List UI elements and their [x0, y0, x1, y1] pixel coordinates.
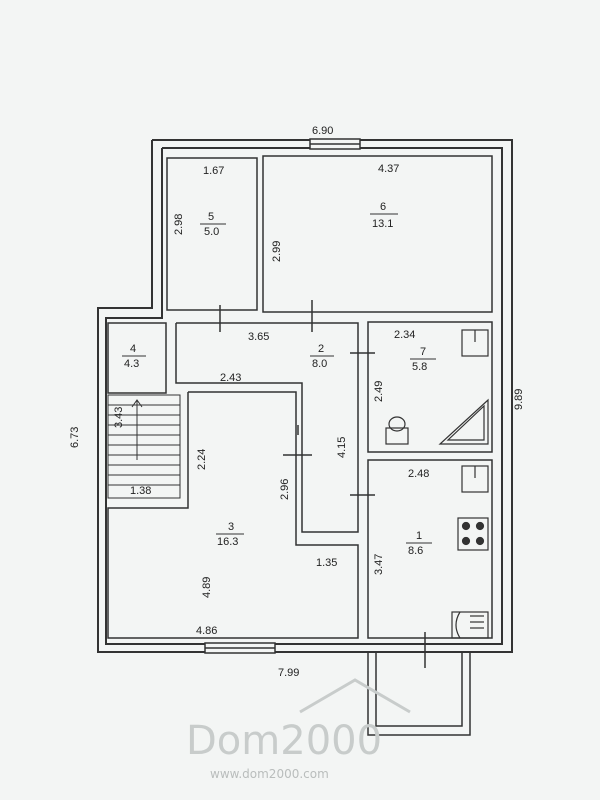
dim-room1-height: 3.47: [373, 554, 385, 575]
room-6-area: 13.1: [372, 218, 393, 230]
sink-fixture: [461, 329, 489, 357]
dim-left-overall: 6.73: [69, 427, 81, 448]
kitchen-sink: [461, 465, 489, 493]
room-5-area: 5.0: [204, 226, 219, 238]
room-1-number: 1: [416, 530, 422, 542]
dim-room6-width: 4.37: [378, 163, 399, 175]
dim-room6-height: 2.99: [271, 241, 283, 262]
watermark-brand: Dom2000: [186, 718, 382, 764]
dim-room7-width: 2.34: [394, 329, 415, 341]
dim-room3-width: 4.86: [196, 625, 217, 637]
dim-room3-step: 1.35: [316, 557, 337, 569]
toilet-fixture: [385, 416, 409, 445]
room-6-number: 6: [380, 201, 386, 213]
dim-top-overall: 6.90: [312, 125, 333, 137]
porch: [367, 652, 471, 736]
shower-tray: [438, 398, 489, 445]
room-2-number: 2: [318, 343, 324, 355]
boiler-icon: [451, 611, 489, 639]
window-bottom: [204, 642, 276, 654]
room-4-number: 4: [130, 343, 136, 355]
dim-corridor-vertical: 4.15: [336, 437, 348, 458]
watermark: Dom2000 www.dom2000.com: [186, 678, 411, 781]
room-1: [367, 459, 493, 639]
watermark-url: www.dom2000.com: [210, 767, 329, 781]
dim-corridor-lower: 2.43: [220, 372, 241, 384]
window-top: [309, 138, 361, 150]
room-6: [262, 155, 493, 313]
room-4: [107, 322, 167, 394]
room-3-number: 3: [228, 521, 234, 533]
dim-stair-height: 3.43: [113, 407, 125, 428]
dim-corridor-width: 3.65: [248, 331, 269, 343]
dim-room3-height: 4.89: [201, 577, 213, 598]
dim-room7-height: 2.49: [373, 381, 385, 402]
dim-stair-width: 1.38: [130, 485, 151, 497]
room-1-area: 8.6: [408, 545, 423, 557]
room-3-area: 16.3: [217, 536, 238, 548]
dim-room5-height: 2.98: [173, 214, 185, 235]
dim-room1-width: 2.48: [408, 468, 429, 480]
room-2-corridor: [175, 322, 359, 533]
outer-walls: [97, 139, 513, 653]
room-2-area: 8.0: [312, 358, 327, 370]
dim-bottom-overall: 7.99: [278, 667, 299, 679]
room-5-number: 5: [208, 211, 214, 223]
door-marks: [219, 300, 426, 668]
dim-room3-inner: 2.96: [279, 479, 291, 500]
dim-right-overall: 9.89: [513, 389, 525, 410]
room-7-number: 7: [420, 346, 426, 358]
room-5: [166, 157, 258, 311]
room-7: [367, 321, 493, 453]
room-7-area: 5.8: [412, 361, 427, 373]
room-3: [107, 391, 359, 639]
dim-room3-upper: 2.24: [196, 449, 208, 470]
room-4-area: 4.3: [124, 358, 139, 370]
staircase: [107, 394, 181, 499]
stove-icon: [457, 517, 489, 551]
dim-room5-width: 1.67: [203, 165, 224, 177]
